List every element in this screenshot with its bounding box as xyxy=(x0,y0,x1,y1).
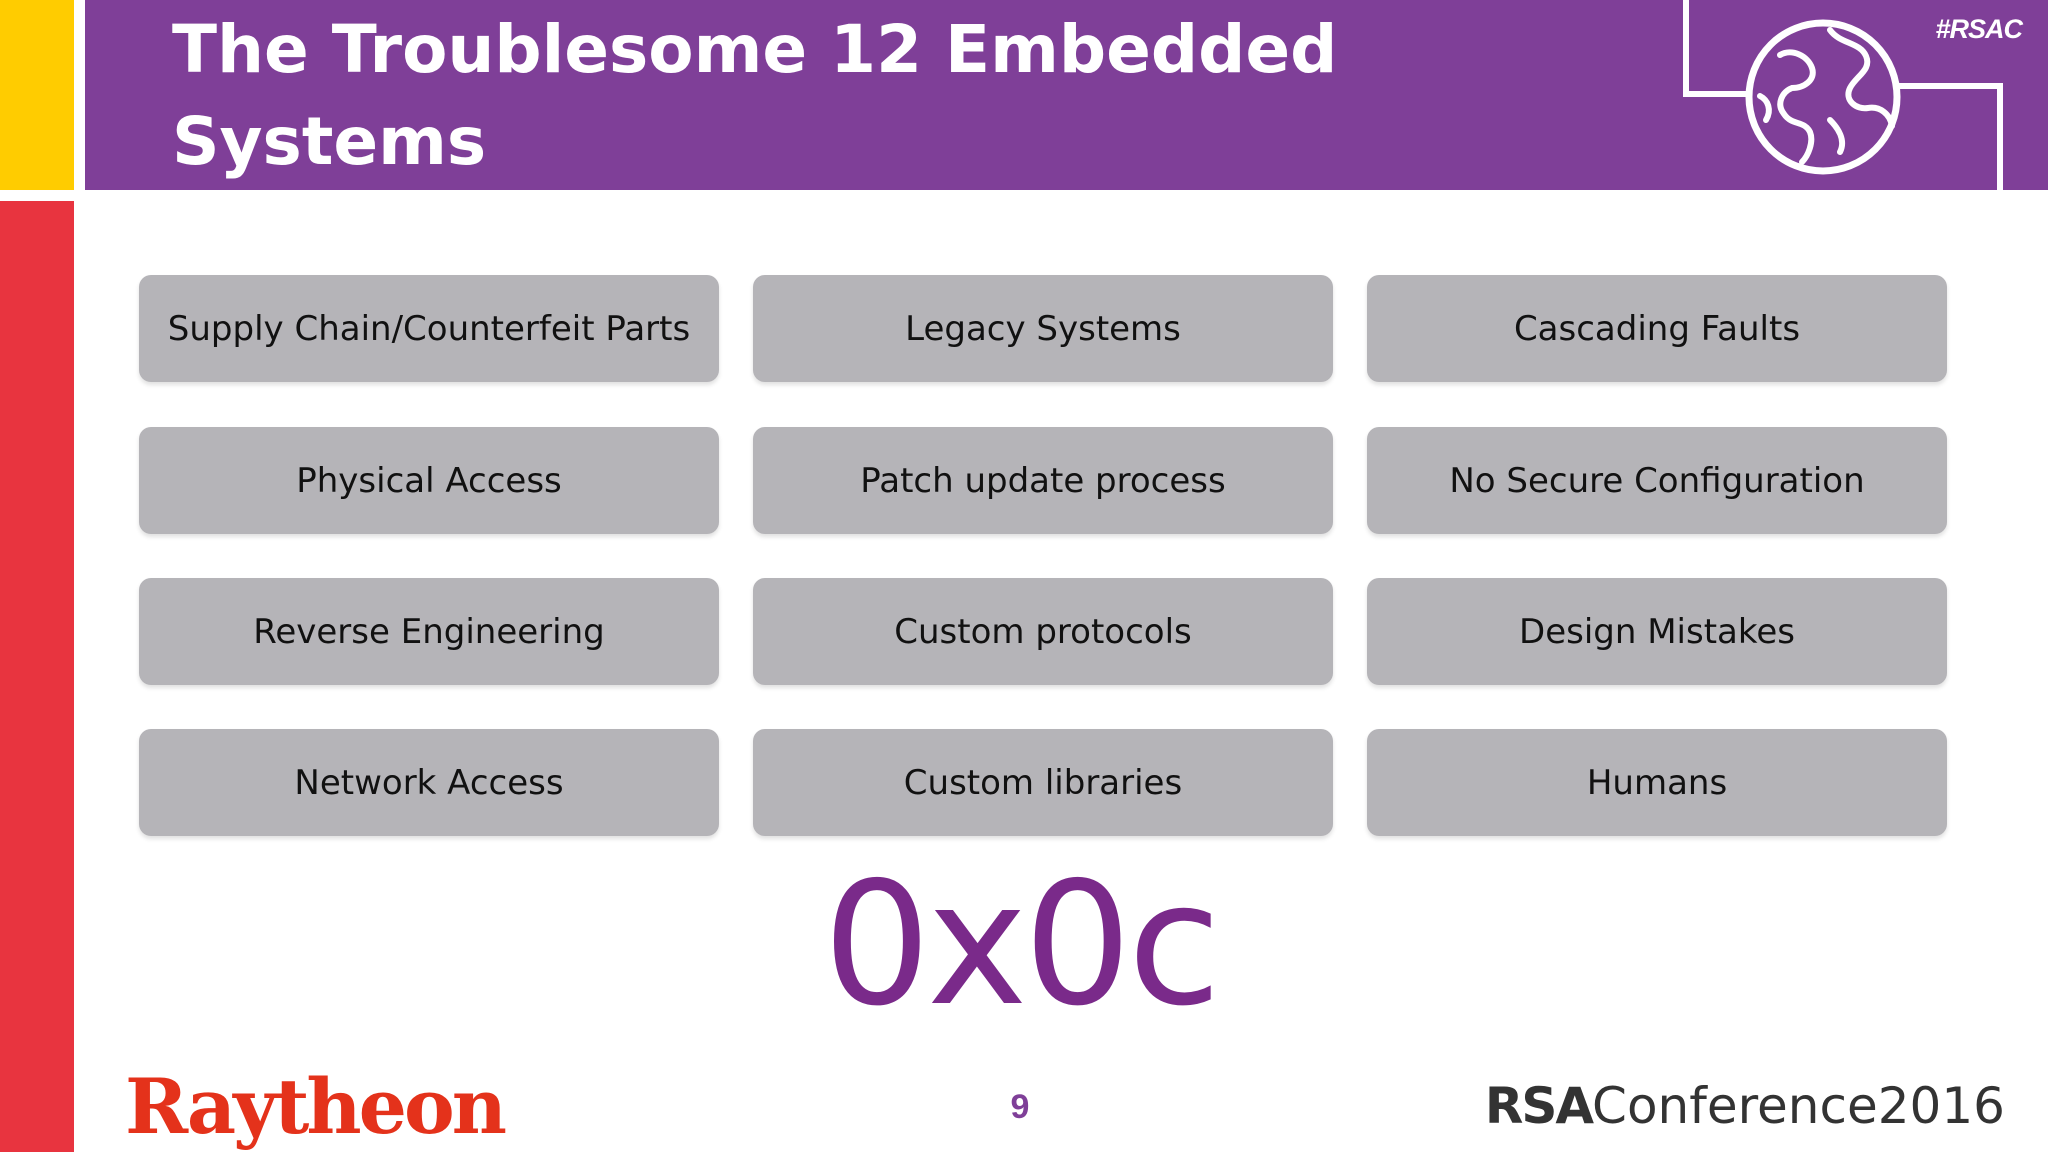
threat-tile: Network Access xyxy=(139,729,719,836)
threat-label: Patch update process xyxy=(860,460,1226,501)
threat-label: Supply Chain/Counterfeit Parts xyxy=(167,308,691,349)
threat-label: Cascading Faults xyxy=(1513,308,1801,349)
threat-tile: Patch update process xyxy=(753,427,1333,534)
threat-label: Network Access xyxy=(294,762,564,803)
threat-tile: Humans xyxy=(1367,729,1947,836)
threat-label: Custom protocols xyxy=(894,611,1192,652)
rsa-conference-logo: RSAConference2016 xyxy=(1485,1076,2005,1136)
page-number: 9 xyxy=(1010,1088,1030,1126)
threat-label: Reverse Engineering xyxy=(253,611,605,652)
raytheon-logo: Raytheon xyxy=(125,1062,507,1151)
accent-bar-red xyxy=(0,201,74,1152)
slide-title-line-2: Cybersecurity Threats xyxy=(172,195,996,272)
globe-frame xyxy=(1683,0,2003,192)
rsa-logo-bold: RSA xyxy=(1484,1077,1594,1135)
slide-title-line-1: The Troublesome 12 Embedded Systems xyxy=(172,11,1338,180)
threat-tile: Custom protocols xyxy=(753,578,1333,685)
header-separator xyxy=(0,190,2048,201)
slide-title: The Troublesome 12 Embedded Systems Cybe… xyxy=(172,4,1622,280)
hex-counter: 0x0c xyxy=(822,846,1221,1044)
threat-tile: Reverse Engineering xyxy=(139,578,719,685)
threat-tile: Design Mistakes xyxy=(1367,578,1947,685)
threat-label: Humans xyxy=(1586,762,1728,803)
threat-label: Physical Access xyxy=(296,460,562,501)
threat-tile: Supply Chain/Counterfeit Parts xyxy=(139,275,719,382)
globe-icon xyxy=(1745,19,1901,175)
threat-label: Custom libraries xyxy=(903,762,1183,803)
threat-tile: Legacy Systems xyxy=(753,275,1333,382)
threat-label: No Secure Configuration xyxy=(1449,460,1865,501)
threat-tile: No Secure Configuration xyxy=(1367,427,1947,534)
threat-tile: Custom libraries xyxy=(753,729,1333,836)
threat-label: Design Mistakes xyxy=(1519,611,1795,652)
threat-label: Legacy Systems xyxy=(905,308,1181,349)
threat-tile: Cascading Faults xyxy=(1367,275,1947,382)
threat-tile: Physical Access xyxy=(139,427,719,534)
accent-bar-yellow xyxy=(0,0,74,190)
rsac-hashtag: #RSAC xyxy=(1935,14,2023,44)
rsa-logo-regular: Conference2016 xyxy=(1592,1077,2005,1135)
